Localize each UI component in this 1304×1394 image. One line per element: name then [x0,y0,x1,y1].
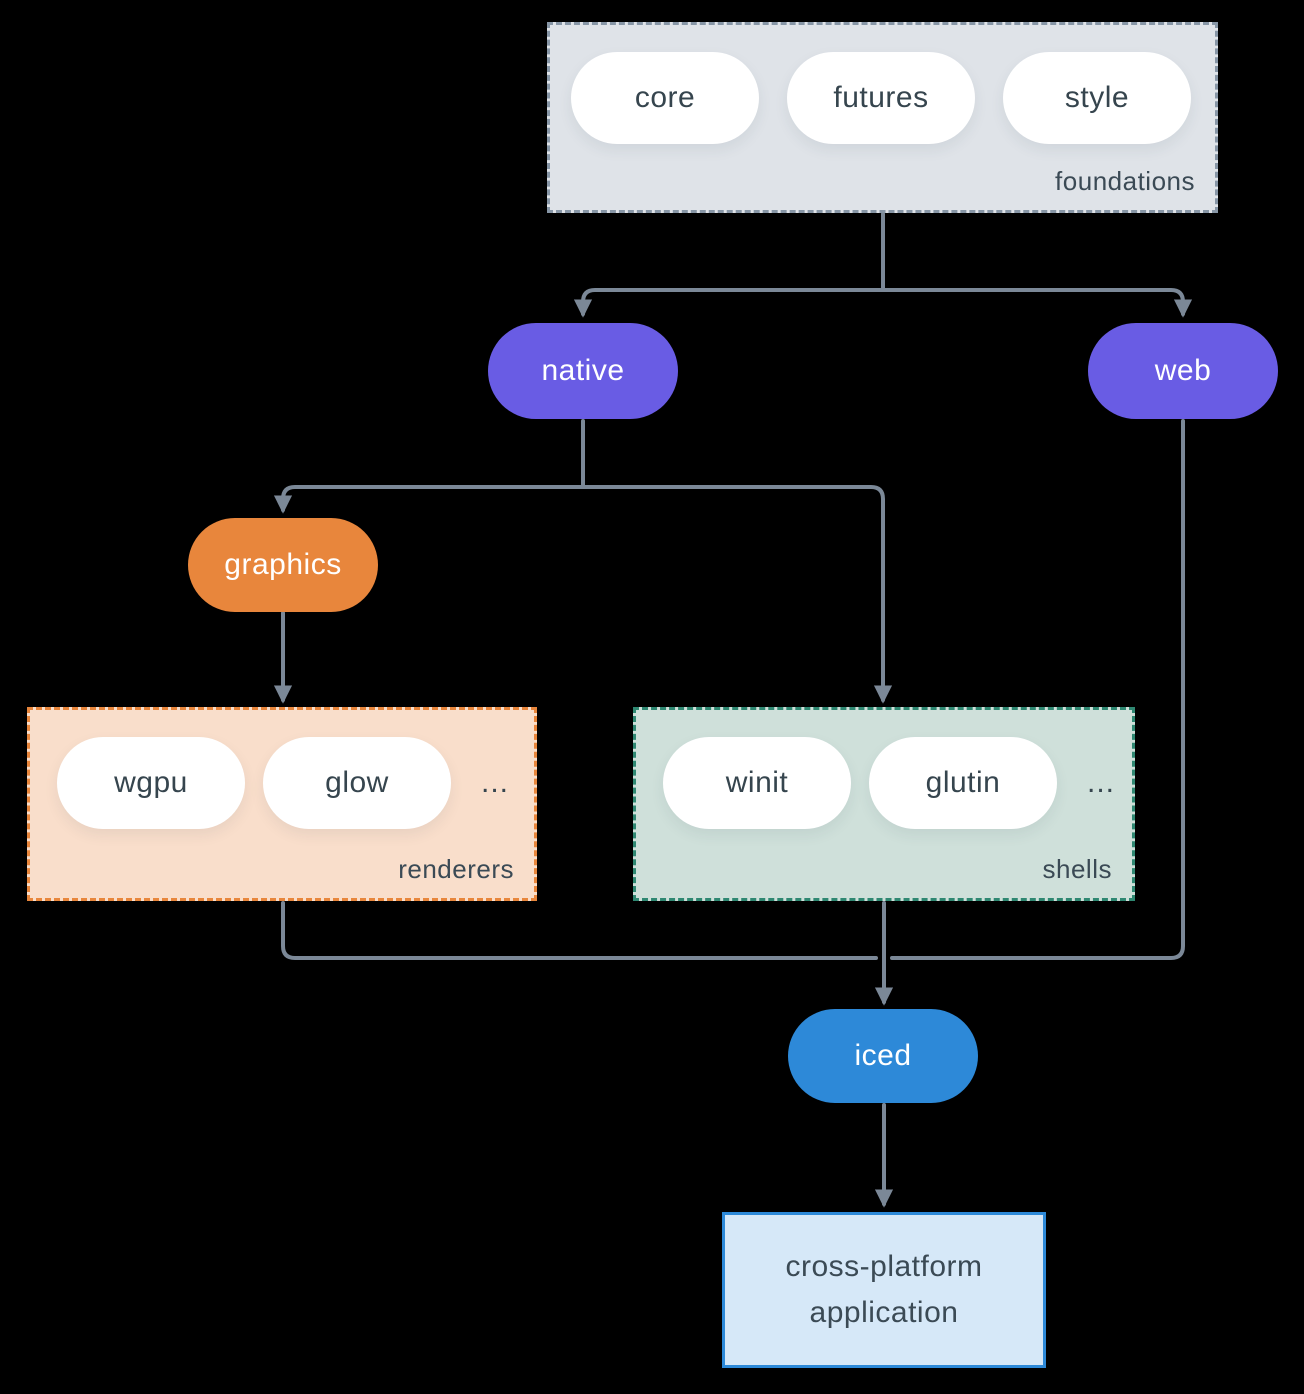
shells-ellipsis: ... [1087,766,1116,799]
group-foundations: core futures style foundations [547,22,1218,213]
edge-renderers-to-merge [281,901,878,960]
node-iced: iced [788,1009,978,1103]
renderers-label: renderers [398,854,514,884]
renderers-pill-row: wgpu glow ... [30,710,534,829]
foundations-pill-row: core futures style [550,25,1215,144]
group-shells: winit glutin ... shells [633,707,1135,901]
node-wgpu: wgpu [57,737,245,829]
node-core: core [571,52,759,144]
edge-web-to-merge [890,419,1185,960]
node-cross-platform-application: cross-platform application [722,1212,1046,1368]
node-graphics: graphics [188,518,378,612]
edge-foundations-to-native-and-web [573,288,1193,318]
node-glow: glow [263,737,451,829]
group-renderers: wgpu glow ... renderers [27,707,537,901]
node-winit: winit [663,737,851,829]
shells-label: shells [1042,854,1112,884]
node-native: native [488,323,678,419]
node-web: web [1088,323,1278,419]
renderers-ellipsis: ... [481,766,510,799]
node-style: style [1003,52,1191,144]
edge-native-to-graphics-and-shells [273,485,893,704]
node-glutin: glutin [869,737,1057,829]
node-futures: futures [787,52,975,144]
shells-pill-row: winit glutin ... [636,710,1132,829]
foundations-label: foundations [1055,166,1195,196]
